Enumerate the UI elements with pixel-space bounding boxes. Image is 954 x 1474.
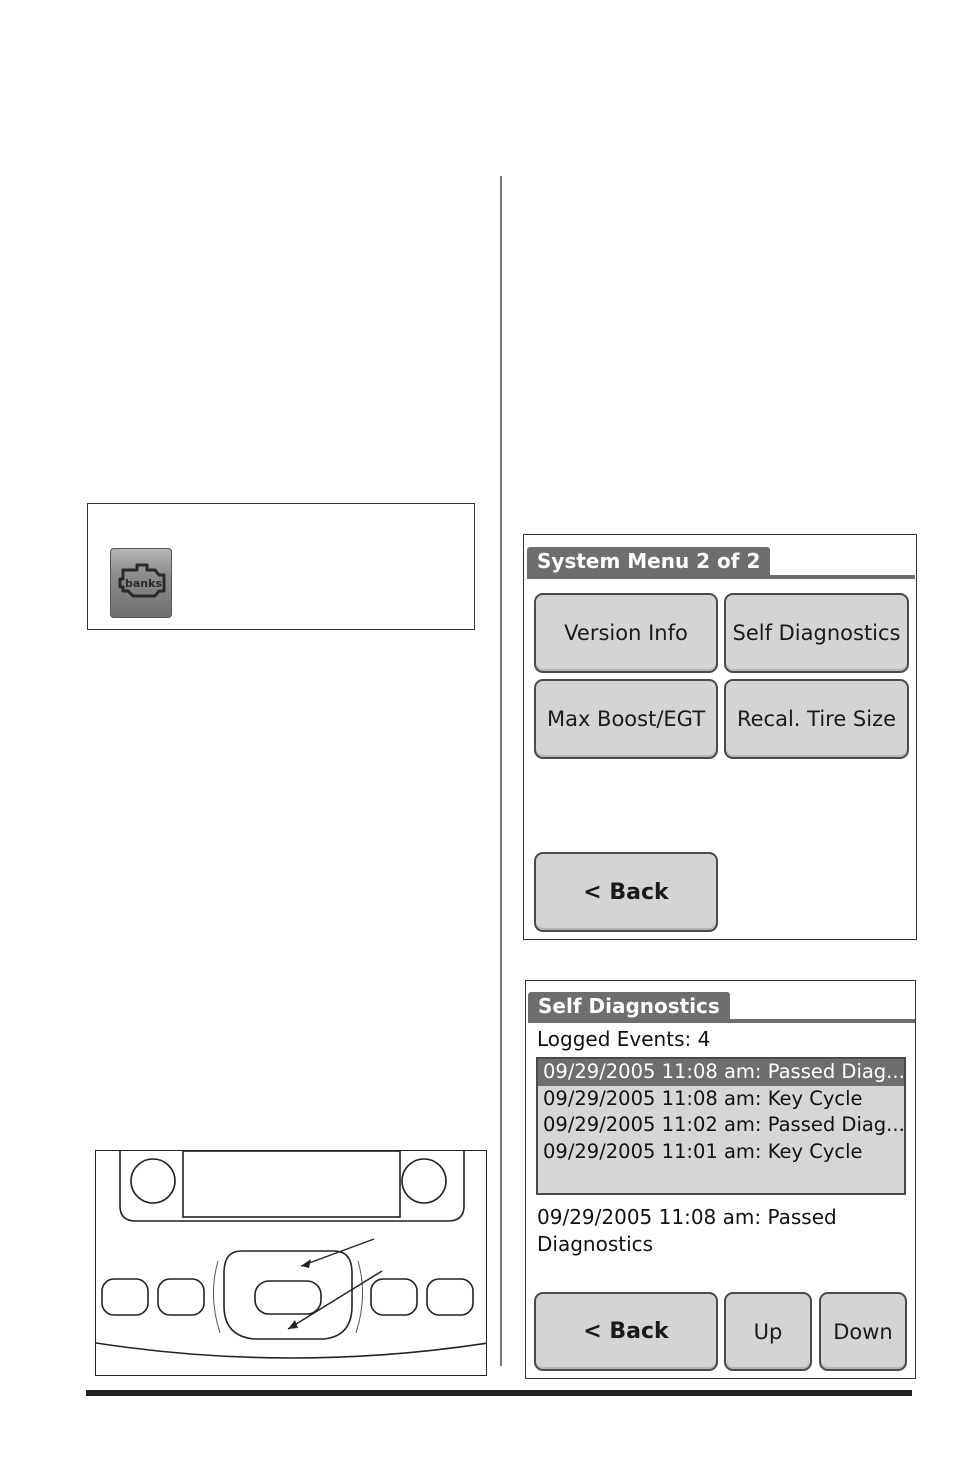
up-button[interactable]: Up <box>724 1292 812 1371</box>
app-button-2-icon <box>157 1278 205 1316</box>
center-select-button-icon <box>254 1280 322 1315</box>
list-item[interactable]: 09/29/2005 11:08 am: Key Cycle <box>543 1086 863 1110</box>
app-button-4-icon <box>426 1278 474 1316</box>
version-info-button[interactable]: Version Info <box>534 593 718 673</box>
engine-icon[interactable]: banks <box>110 548 172 618</box>
device-illustration <box>96 1151 486 1359</box>
engine-outline-icon: banks <box>118 563 166 598</box>
app-button-3-icon <box>370 1278 418 1316</box>
column-divider <box>500 176 502 1366</box>
back-button[interactable]: < Back <box>534 1292 718 1371</box>
recal-tire-size-button[interactable]: Recal. Tire Size <box>724 679 909 759</box>
event-detail-line-2: Diagnostics <box>537 1232 654 1256</box>
list-item[interactable]: 09/29/2005 11:02 am: Passed Diag... <box>543 1113 904 1136</box>
event-detail-line-1: 09/29/2005 11:08 am: Passed <box>537 1205 837 1229</box>
self-diagnostics-screen: Self Diagnostics Logged Events: 4 09/29/… <box>525 980 916 1379</box>
system-menu-title: System Menu 2 of 2 <box>527 547 771 575</box>
self-diagnostics-title: Self Diagnostics <box>528 992 730 1020</box>
title-underline <box>527 575 915 579</box>
down-button[interactable]: Down <box>819 1292 907 1371</box>
handheld-device-figure <box>95 1150 487 1376</box>
navigator-ring-icon <box>223 1250 353 1340</box>
left-round-button-icon <box>130 1158 176 1204</box>
title-underline <box>528 1019 915 1023</box>
system-menu-screen: System Menu 2 of 2 Version Info Self Dia… <box>523 534 917 940</box>
right-round-button-icon <box>401 1158 447 1204</box>
icon-figure-box: banks <box>87 503 475 630</box>
app-button-1-icon <box>101 1278 149 1316</box>
self-diagnostics-button[interactable]: Self Diagnostics <box>724 593 909 673</box>
list-item[interactable]: 09/29/2005 11:01 am: Key Cycle <box>543 1139 863 1163</box>
event-list[interactable]: 09/29/2005 11:08 am: Passed Diag... 09/2… <box>536 1057 906 1195</box>
page-bottom-rule <box>86 1390 912 1396</box>
back-button[interactable]: < Back <box>534 852 718 932</box>
list-item[interactable]: 09/29/2005 11:08 am: Passed Diag... <box>538 1059 904 1086</box>
logged-events-count: Logged Events: 4 <box>537 1027 711 1051</box>
engine-icon-label: banks <box>125 577 162 590</box>
max-boost-egt-button[interactable]: Max Boost/EGT <box>534 679 718 759</box>
